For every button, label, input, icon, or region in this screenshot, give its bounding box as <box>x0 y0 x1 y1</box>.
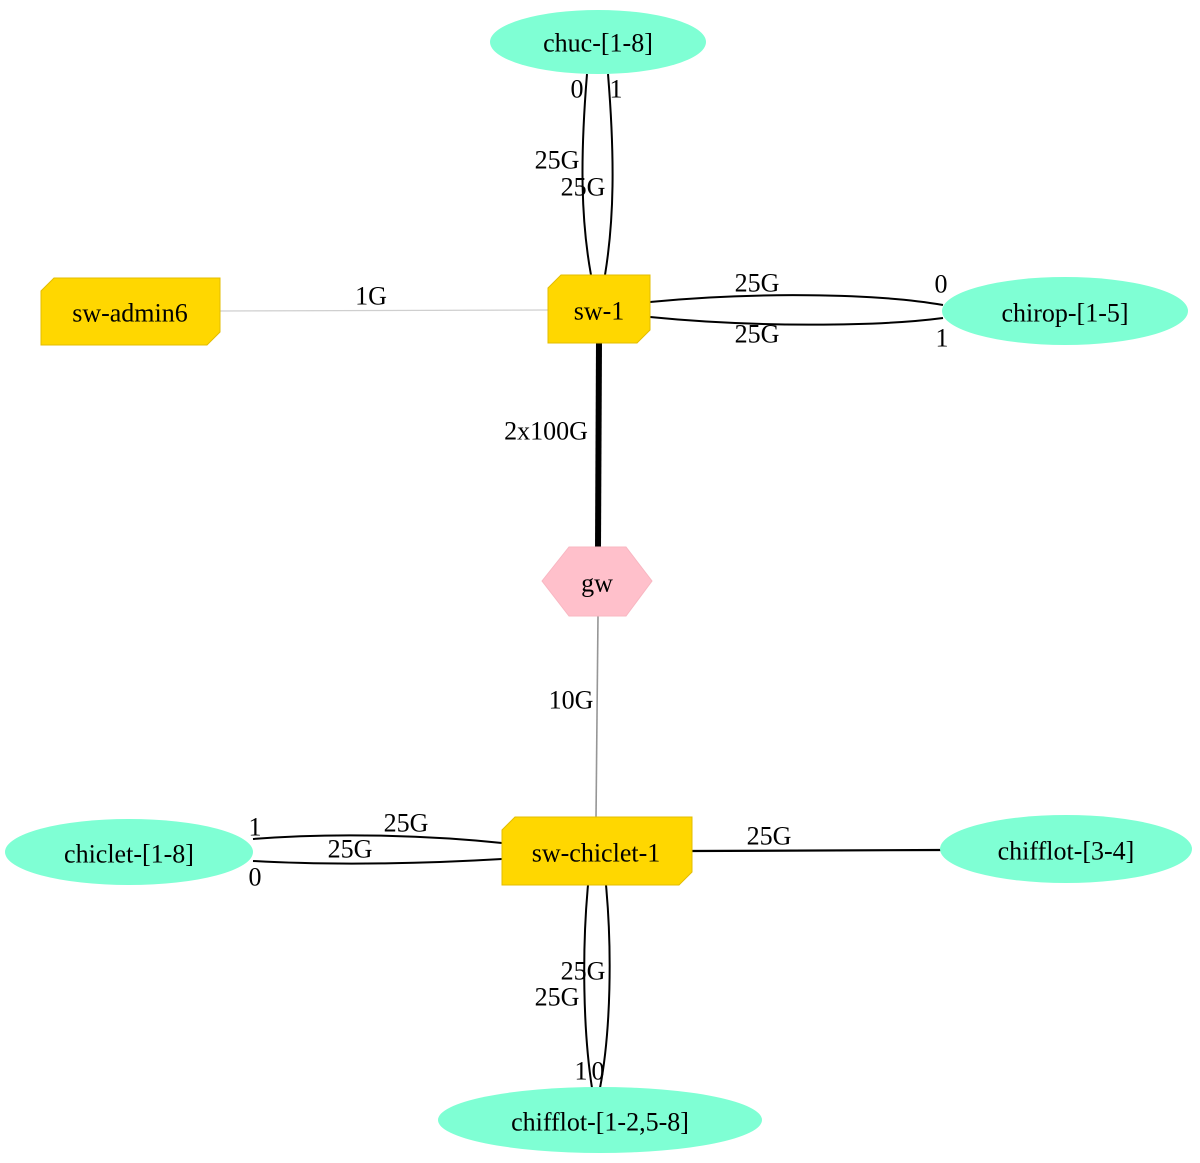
port-label-chiclet-swchiclet1-1: 1 <box>249 813 262 842</box>
node-chirop <box>942 277 1188 345</box>
speed-label-swchiclet1-chifflot34: 25G <box>747 822 792 851</box>
edge-sw1-gw <box>595 340 602 550</box>
port-label-chuc-sw1-0: 0 <box>571 75 584 104</box>
node-sw-chiclet-1 <box>501 816 693 886</box>
edge-sw1-chirop-port0 <box>649 294 944 306</box>
edge-chuc-sw1-port0 <box>581 73 592 276</box>
edge-sw1-chirop-port1 <box>649 316 944 326</box>
node-label-sw-chiclet-1: sw-chiclet-1 <box>532 839 661 868</box>
port-label-chiclet-swchiclet1-0: 0 <box>249 863 262 892</box>
port-label-chuc-sw1-1: 1 <box>610 75 623 104</box>
port-label-sw1-chirop-0: 0 <box>935 270 948 299</box>
speed-label-swadmin6-sw1: 1G <box>355 282 387 311</box>
port-label-swchiclet1-chifflot1258-1: 1 <box>575 1057 588 1086</box>
node-label-sw-1: sw-1 <box>574 297 625 326</box>
port-label-sw1-chirop-1: 1 <box>936 324 949 353</box>
speed-label-swchiclet1-chifflot1258-1: 25G <box>561 957 606 986</box>
edge-swchiclet1-chifflot34 <box>691 848 942 853</box>
speed-label-chuc-sw1-1: 25G <box>561 173 606 202</box>
edge-gw-swchiclet1 <box>595 615 599 819</box>
node-chifflot-1-2-5-8 <box>438 1087 762 1153</box>
speed-label-sw1-chirop-1: 25G <box>735 320 780 349</box>
node-label-chifflot-3-4: chifflot-[3-4] <box>998 837 1135 866</box>
speed-label-gw-swchiclet1: 10G <box>549 686 594 715</box>
edge-chiclet-swchiclet1-port1 <box>252 834 503 844</box>
node-label-layer: chuc-[1-8] sw-admin6 sw-1 chirop-[1-5] g… <box>64 29 1134 1137</box>
speed-label-sw1-chirop-0: 25G <box>735 269 780 298</box>
edge-swchiclet1-chifflot1258-port1 <box>583 884 593 1089</box>
node-sw-admin6 <box>40 277 221 346</box>
node-layer <box>5 10 1192 1153</box>
node-sw-1 <box>547 274 651 344</box>
speed-label-sw1-gw: 2x100G <box>504 417 588 446</box>
speed-label-chiclet-swchiclet1-0: 25G <box>328 835 373 864</box>
node-chuc <box>490 10 706 74</box>
edge-swchiclet1-chifflot1258-port0 <box>599 884 611 1089</box>
node-label-chifflot-1-2-5-8: chifflot-[1-2,5-8] <box>511 1108 689 1137</box>
speed-label-chiclet-swchiclet1-1: 25G <box>384 809 429 838</box>
node-chiclet <box>5 819 253 885</box>
edge-swadmin6-sw1 <box>219 309 549 312</box>
edge-label-layer: 0 1 25G 25G 1G 25G 0 25G 1 2x100G 10G 1 … <box>249 75 949 1086</box>
port-label-swchiclet1-chifflot1258-0: 0 <box>592 1057 605 1086</box>
node-chifflot-3-4 <box>940 815 1192 883</box>
node-gw <box>541 546 653 617</box>
speed-label-swchiclet1-chifflot1258-0: 25G <box>535 983 580 1012</box>
node-label-sw-admin6: sw-admin6 <box>72 299 188 328</box>
speed-label-chuc-sw1-0: 25G <box>535 146 580 175</box>
edge-chuc-sw1-port1 <box>604 73 614 276</box>
edge-chiclet-swchiclet1-port0 <box>252 858 503 865</box>
node-label-gw: gw <box>581 569 613 598</box>
node-label-chirop: chirop-[1-5] <box>1001 299 1128 328</box>
node-label-chuc: chuc-[1-8] <box>543 29 653 58</box>
node-label-chiclet: chiclet-[1-8] <box>64 840 194 869</box>
edge-layer <box>219 73 944 1089</box>
